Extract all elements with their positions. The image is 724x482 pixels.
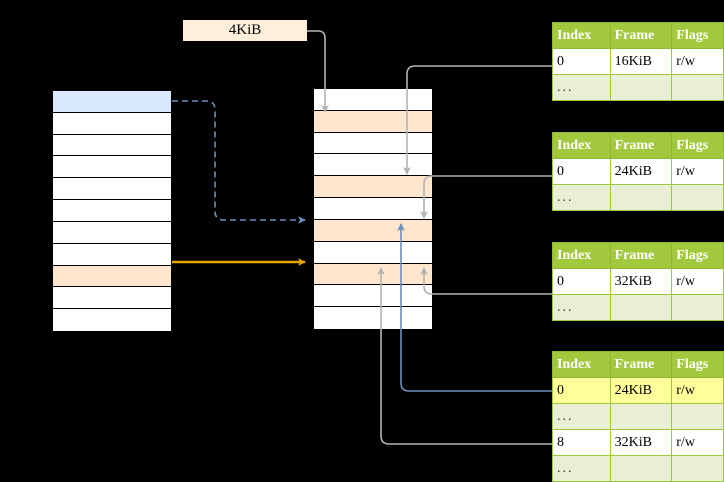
cell-frame: 16KiB <box>609 48 673 75</box>
cell-frame: 24KiB <box>609 158 673 185</box>
physical-frame-row-3 <box>314 154 432 177</box>
virtual-page-row-0 <box>53 91 171 113</box>
cell-flags: r/w <box>671 268 724 295</box>
cell-flags <box>671 184 724 211</box>
cell-frame <box>609 184 673 211</box>
column-header-frame: Frame <box>609 242 673 269</box>
cell-frame <box>609 74 673 101</box>
cell-frame: 32KiB <box>609 268 673 295</box>
cell-flags: r/w <box>671 48 724 75</box>
virtual-page-row-5 <box>53 200 171 222</box>
cell-frame: 24KiB <box>609 377 673 404</box>
virtual-page-row-4 <box>53 178 171 201</box>
cell-flags <box>671 74 724 101</box>
virtual-page-row-1 <box>53 112 171 135</box>
cell-frame <box>609 403 673 430</box>
virtual-page-row-8 <box>53 265 171 288</box>
column-header-frame: Frame <box>609 351 673 378</box>
virtual-page-row-10 <box>53 309 171 331</box>
cell-flags: r/w <box>671 377 724 404</box>
physical-frame-row-5 <box>314 198 432 220</box>
cell-index: 0 <box>552 377 611 404</box>
column-header-frame: Frame <box>609 22 673 49</box>
connector-pt2-to-physical <box>420 175 552 219</box>
physical-frame-row-0 <box>314 89 432 111</box>
physical-frame-row-10 <box>314 307 432 329</box>
cell-index: 8 <box>552 429 611 456</box>
cell-index: ... <box>552 294 611 321</box>
cell-index: 0 <box>552 158 611 185</box>
page-table-ellipsis-row[interactable]: ... <box>552 455 724 482</box>
physical-frame-row-4 <box>314 176 432 199</box>
virtual-page-row-9 <box>53 287 171 310</box>
physical-frame-row-6 <box>314 219 432 242</box>
physical-frame-row-9 <box>314 285 432 308</box>
connector-pt3-to-physical <box>420 267 552 295</box>
cell-flags <box>671 403 724 430</box>
column-header-flags: Flags <box>671 22 724 49</box>
cell-flags: r/w <box>671 429 724 456</box>
cell-index: ... <box>552 184 611 211</box>
column-header-flags: Flags <box>671 351 724 378</box>
cell-flags <box>671 294 724 321</box>
cell-index: 0 <box>552 268 611 295</box>
virtual-page-row-2 <box>53 134 171 157</box>
cell-index: 0 <box>552 48 611 75</box>
column-header-index: Index <box>552 22 611 49</box>
column-header-frame: Frame <box>609 132 673 159</box>
virtual-address-space-column <box>52 90 172 331</box>
virtual-page-row-6 <box>53 221 171 244</box>
cell-flags: r/w <box>671 158 724 185</box>
cell-frame <box>609 294 673 321</box>
page-table-ellipsis-row[interactable]: ... <box>552 74 724 101</box>
cell-frame <box>609 455 673 482</box>
virtual-page-row-7 <box>53 243 171 266</box>
cell-frame: 32KiB <box>609 429 673 456</box>
connector-virtual-row0-to-physical <box>172 100 306 224</box>
physical-frame-row-1 <box>314 110 432 133</box>
column-header-index: Index <box>552 242 611 269</box>
cell-index: ... <box>552 455 611 482</box>
cell-index: ... <box>552 403 611 430</box>
physical-frame-row-8 <box>314 263 432 286</box>
page-table-ellipsis-row[interactable]: ... <box>552 403 724 430</box>
cell-index: ... <box>552 74 611 101</box>
column-header-flags: Flags <box>671 132 724 159</box>
column-header-index: Index <box>552 351 611 378</box>
page-size-label: 4KiB <box>183 20 307 41</box>
page-table-ellipsis-row[interactable]: ... <box>552 184 724 211</box>
page-table-ellipsis-row[interactable]: ... <box>552 294 724 321</box>
virtual-page-row-3 <box>53 156 171 179</box>
column-header-flags: Flags <box>671 242 724 269</box>
physical-frame-row-2 <box>314 132 432 155</box>
physical-memory-column <box>313 88 433 329</box>
column-header-index: Index <box>552 132 611 159</box>
cell-flags <box>671 455 724 482</box>
physical-frame-row-7 <box>314 241 432 264</box>
